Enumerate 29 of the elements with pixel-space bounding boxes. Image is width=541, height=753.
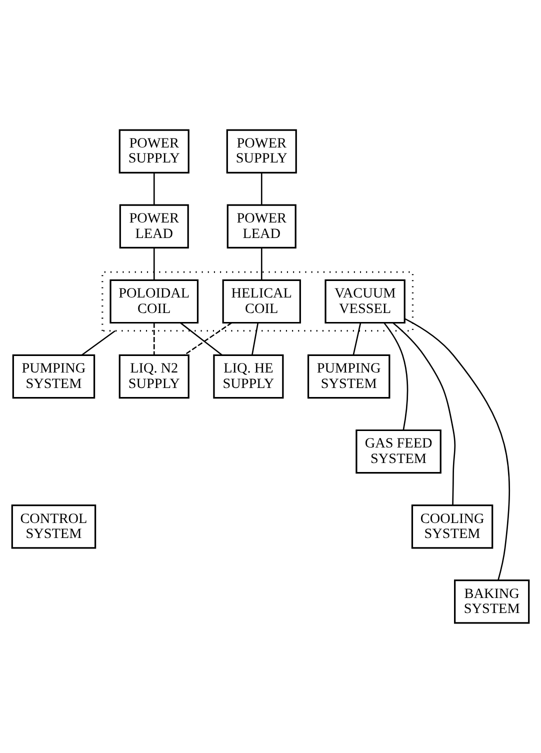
connector <box>180 322 222 356</box>
node-box: COOLING SYSTEM <box>411 504 494 549</box>
connector <box>252 322 259 356</box>
node-box: CONTROL SYSTEM <box>11 504 96 549</box>
node-box: POWER SUPPLY <box>118 129 190 174</box>
connector <box>260 172 262 205</box>
node-box: LIQ. HE SUPPLY <box>213 354 284 399</box>
connector <box>82 330 116 356</box>
connector <box>392 322 456 506</box>
node-box: VACUUM VESSEL <box>324 279 406 324</box>
cluster <box>102 271 414 332</box>
connector <box>404 318 510 580</box>
connector <box>153 322 155 355</box>
connector <box>184 322 232 356</box>
node-box: LIQ. N2 SUPPLY <box>118 354 190 399</box>
node-box: POLOIDAL COIL <box>110 279 199 324</box>
connector <box>260 248 262 280</box>
node-box: PUMPING SYSTEM <box>12 354 96 399</box>
connector <box>153 248 155 280</box>
node-box: GAS FEED SYSTEM <box>356 429 442 474</box>
node-box: POWER LEAD <box>119 204 189 249</box>
node-box: POWER SUPPLY <box>226 129 297 174</box>
node-box: BAKING SYSTEM <box>454 580 530 624</box>
node-box: PUMPING SYSTEM <box>307 354 390 399</box>
node-box: HELICAL COIL <box>222 279 301 324</box>
connector <box>153 172 155 205</box>
node-box: POWER LEAD <box>226 204 296 249</box>
connector <box>384 322 408 430</box>
connector <box>352 322 362 356</box>
